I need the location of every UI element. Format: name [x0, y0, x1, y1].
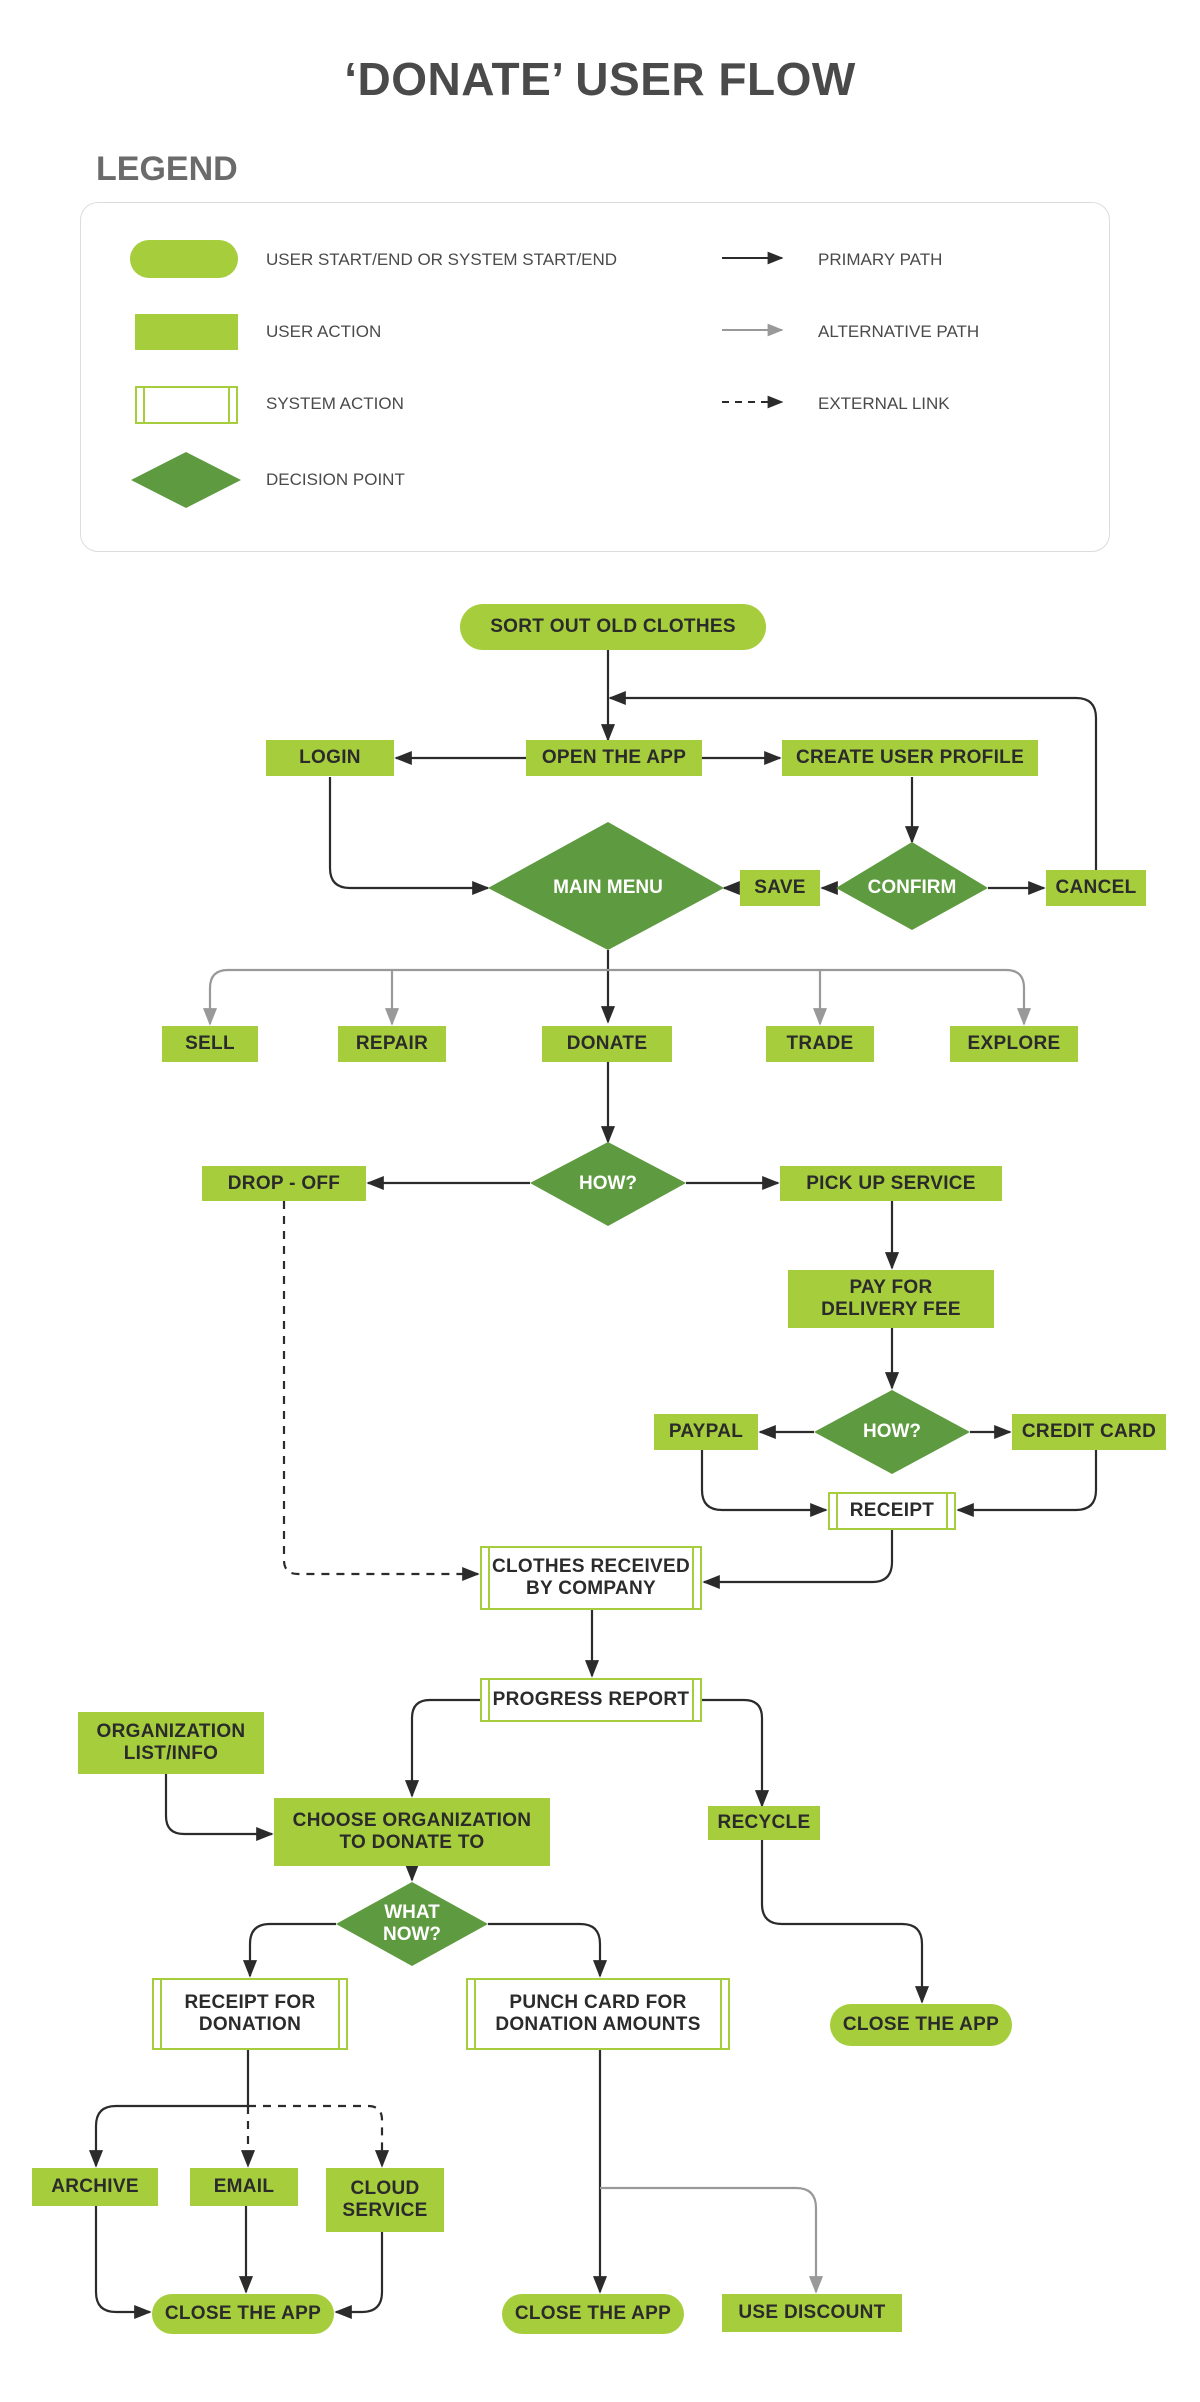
edge-whatnow-to-receipt — [242, 1922, 336, 1978]
legend-heading: LEGEND — [96, 150, 238, 188]
edge-login-to-menu — [328, 777, 490, 896]
repair-node: REPAIR — [338, 1026, 446, 1062]
legend-decision-symbol — [131, 452, 241, 508]
close-app-mid-node: CLOSE THE APP — [502, 2294, 684, 2334]
how-2-label: HOW? — [862, 1421, 922, 1443]
credit-card-node: CREDIT CARD — [1012, 1414, 1166, 1450]
legend-system-action-symbol — [135, 386, 238, 424]
donate-node: DONATE — [542, 1026, 672, 1062]
explore-node: EXPLORE — [950, 1026, 1078, 1062]
pick-up-service-node: PICK UP SERVICE — [780, 1166, 1002, 1201]
clothes-received-node: CLOTHES RECEIVED BY COMPANY — [480, 1546, 702, 1610]
legend-start-end-symbol — [130, 240, 238, 278]
legend-user-action-symbol — [135, 314, 238, 350]
cloud-service-node: CLOUD SERVICE — [326, 2168, 444, 2232]
pay-delivery-fee-node: PAY FOR DELIVERY FEE — [788, 1270, 994, 1328]
cancel-node: CANCEL — [1046, 870, 1146, 906]
edge-progress-to-recycle — [702, 1698, 770, 1808]
decision-main-menu — [488, 822, 724, 950]
edge-cloud-to-close — [334, 2232, 384, 2320]
edge-receipt-to-archive — [88, 2050, 250, 2168]
decision-what-now — [336, 1882, 488, 1966]
what-now-label: WHAT NOW? — [382, 1902, 442, 1945]
edge-orglist-to-choose — [164, 1774, 274, 1842]
progress-report-node: PROGRESS REPORT — [480, 1678, 702, 1722]
decision-how-1 — [530, 1142, 686, 1226]
receipt-for-donation-node: RECEIPT FOR DONATION — [152, 1978, 348, 2050]
legend-decision-label: DECISION POINT — [266, 470, 405, 489]
decision-confirm — [836, 842, 988, 930]
edge-menu-to-sell — [202, 968, 608, 1026]
open-app-node: OPEN THE APP — [526, 740, 702, 776]
edge-recycle-to-close — [760, 1840, 930, 2004]
legend-system-action-label: SYSTEM ACTION — [266, 394, 404, 413]
edge-cancel-to-open — [608, 690, 1098, 870]
confirm-label: CONFIRM — [867, 877, 957, 899]
legend-user-action-label: USER ACTION — [266, 322, 382, 341]
organization-list-node: ORGANIZATION LIST/INFO — [78, 1712, 264, 1774]
legend-alternative-label: ALTERNATIVE PATH — [818, 322, 980, 341]
edge-receipt-to-cloud — [248, 2104, 390, 2168]
sell-node: SELL — [162, 1026, 258, 1062]
close-app-left-node: CLOSE THE APP — [152, 2294, 334, 2334]
edge-paypal-to-receipt — [700, 1450, 828, 1518]
edge-menu-to-trade — [608, 968, 1032, 1026]
edge-progress-to-choose — [404, 1698, 480, 1798]
edge-archive-to-close — [94, 2206, 152, 2320]
login-node: LOGIN — [266, 740, 394, 776]
edge-receipt-to-received — [702, 1530, 894, 1590]
edge-whatnow-to-punch — [488, 1922, 608, 1978]
legend-external-label: EXTERNAL LINK — [818, 394, 950, 413]
legend-primary-label: PRIMARY PATH — [818, 250, 943, 269]
recycle-node: RECYCLE — [708, 1806, 820, 1840]
legend-box — [80, 202, 1110, 552]
archive-node: ARCHIVE — [32, 2168, 158, 2206]
trade-node: TRADE — [766, 1026, 874, 1062]
legend-start-end-label: USER START/END OR SYSTEM START/END — [266, 250, 618, 269]
edge-credit-to-receipt — [956, 1450, 1098, 1518]
receipt-node: RECEIPT — [828, 1492, 956, 1530]
use-discount-node: USE DISCOUNT — [722, 2294, 902, 2332]
drop-off-node: DROP - OFF — [202, 1166, 366, 1201]
page-title: ‘DONATE’ USER FLOW — [344, 53, 856, 105]
choose-organization-node: CHOOSE ORGANIZATION TO DONATE TO — [274, 1798, 550, 1866]
punch-card-node: PUNCH CARD FOR DONATION AMOUNTS — [466, 1978, 730, 2050]
decision-how-2 — [814, 1390, 970, 1474]
paypal-node: PAYPAL — [654, 1414, 758, 1450]
edge-punch-to-discount — [600, 2186, 824, 2294]
save-node: SAVE — [740, 870, 820, 906]
edge-dropoff-to-received — [282, 1201, 480, 1582]
create-profile-node: CREATE USER PROFILE — [782, 740, 1038, 776]
sort-out-clothes-node: SORT OUT OLD CLOTHES — [460, 604, 766, 650]
how-1-label: HOW? — [578, 1173, 638, 1195]
email-node: EMAIL — [190, 2168, 298, 2206]
main-menu-label: MAIN MENU — [553, 877, 663, 899]
close-app-recycle-node: CLOSE THE APP — [830, 2004, 1012, 2046]
